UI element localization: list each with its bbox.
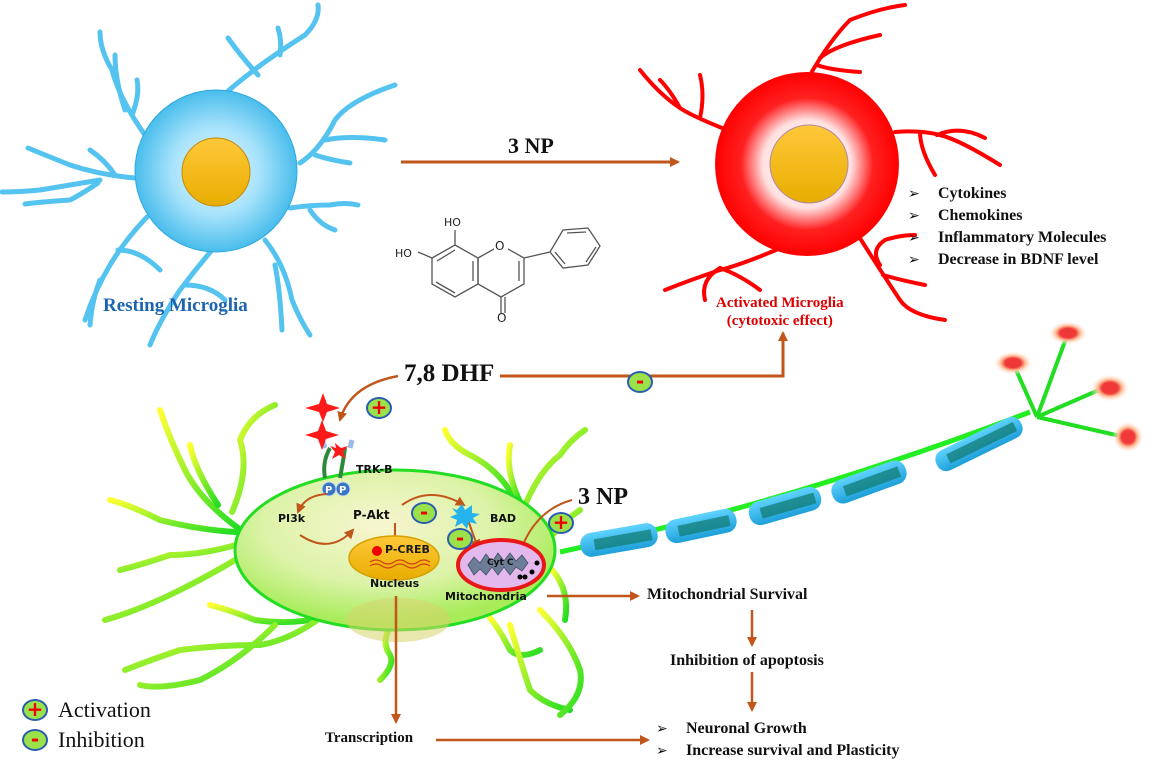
mito-survival-label: Mitochondrial Survival <box>647 586 808 603</box>
cytc-label: Cyt C <box>487 558 514 568</box>
activated-microglia-processes <box>638 3 1002 322</box>
bad-protein-icon <box>450 504 480 529</box>
molecule-hydroxyl-8: HO <box>444 216 461 229</box>
effect-item: ➢Decrease in BDNF level <box>908 251 1099 268</box>
pakt-label: P-Akt <box>353 508 390 522</box>
transcription-label: Transcription <box>325 730 414 746</box>
resting-microglia-processes <box>0 2 398 348</box>
inhibition-badge-bad-mito: - <box>447 526 473 550</box>
axon <box>559 409 1031 557</box>
nucleus-label: Nucleus <box>370 577 420 590</box>
phospho-label-1: P <box>325 485 332 496</box>
activated-microglia-label: Activated Microglia (cytotoxic effect) <box>716 294 844 330</box>
legend-item-inhibition: - Inhibition <box>22 725 151 755</box>
phospho-groups <box>321 481 351 497</box>
activated-microglia-subtitle: (cytotoxic effect) <box>726 313 833 329</box>
outcome-item: ➢Neuronal Growth <box>656 720 807 737</box>
dhf-compound-label: 7,8 DHF <box>404 360 495 387</box>
mitochondria-label: Mitochondria <box>445 590 527 603</box>
inhibition-icon: - <box>22 727 48 751</box>
axon-terminals <box>993 321 1144 453</box>
cytochrome-c-dots <box>517 560 540 580</box>
molecule-hydroxyl-7: HO <box>395 247 412 260</box>
effect-item: ➢Inflammatory Molecules <box>908 229 1107 246</box>
bdnf-star-icon <box>305 393 348 459</box>
arrow-3np-top-label: 3 NP <box>508 133 554 158</box>
bad-label: BAD <box>490 512 517 525</box>
inhibition-badge-dhf-microglia: - <box>627 369 653 393</box>
legend-label-inhibition: Inhibition <box>58 727 145 752</box>
activation-icon: + <box>22 697 48 721</box>
outcome-item: ➢Increase survival and Plasticity <box>656 742 900 759</box>
arrow-dhf-to-activated-microglia <box>500 331 788 378</box>
resting-microglia-label: Resting Microglia <box>103 295 248 316</box>
outcomes-list: ➢Neuronal Growth ➢Increase survival and … <box>656 718 899 762</box>
legend-item-activation: + Activation <box>22 695 151 725</box>
activated-microglia-title: Activated Microglia <box>716 295 844 311</box>
phospho-label-2: P <box>339 485 346 496</box>
inhibition-badge-pakt-bad: - <box>411 500 437 524</box>
effect-item: ➢Chemokines <box>908 207 1023 224</box>
activation-badge-dhf-trkb: + <box>366 395 392 419</box>
neuron-nucleus <box>348 535 440 581</box>
pcreb-label: P-CREB <box>385 543 430 556</box>
molecule-ring-oxygen: O <box>495 239 504 253</box>
arrow-dhf-to-trkb <box>337 374 399 422</box>
inhibition-apoptosis-label: Inhibition of apoptosis <box>670 652 824 669</box>
pi3k-label: PI3k <box>278 512 306 525</box>
activated-effects-list: ➢Cytokines ➢Chemokines ➢Inflammatory Mol… <box>908 183 1106 271</box>
activated-microglia-nucleus <box>769 124 849 204</box>
activation-badge-3np-mito: + <box>548 510 574 534</box>
legend: + Activation - Inhibition <box>22 695 151 755</box>
dhf-molecule-structure <box>417 227 601 313</box>
trkb-label: TRK-B <box>356 463 393 476</box>
pcreb-dot <box>372 546 382 556</box>
resting-microglia-nucleus <box>181 137 251 207</box>
effect-item: ➢Cytokines <box>908 185 1007 202</box>
neuron-3np-label: 3 NP <box>578 484 628 510</box>
molecule-carbonyl-oxygen: O <box>497 311 506 325</box>
legend-label-activation: Activation <box>58 697 151 722</box>
